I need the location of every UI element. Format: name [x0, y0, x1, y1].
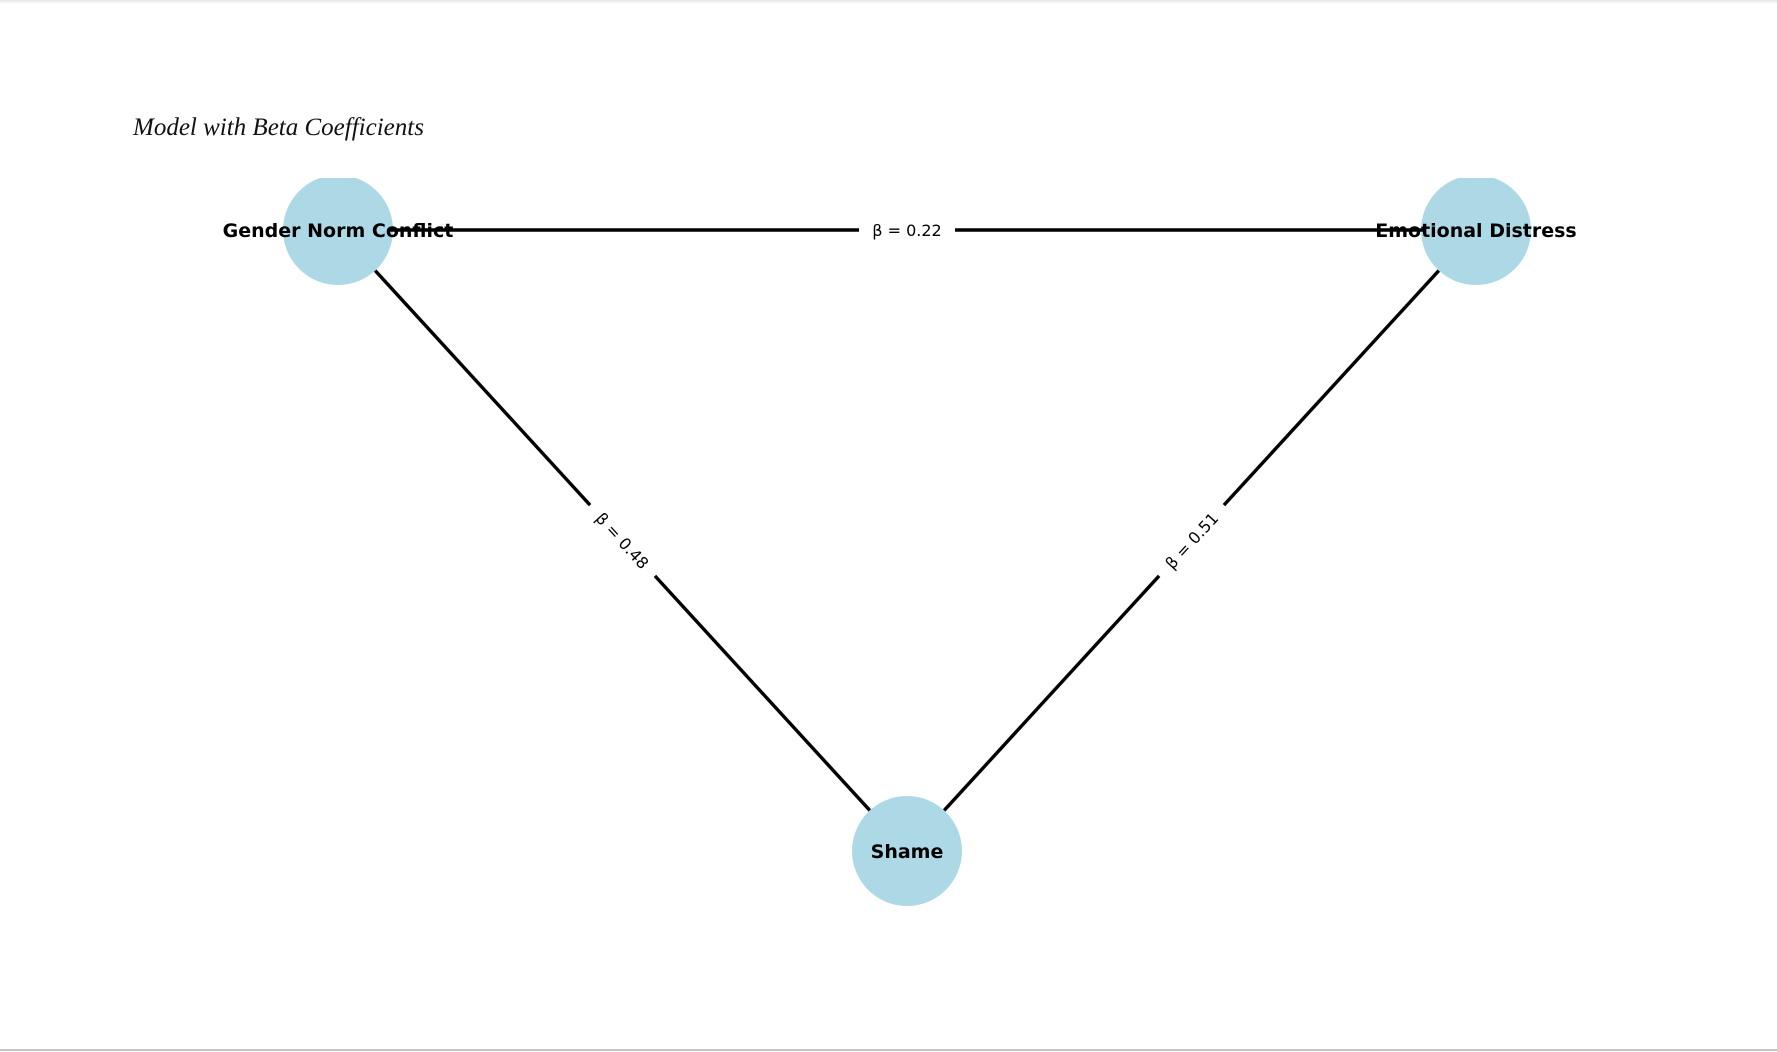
- edge-labels-layer: β = 0.22 β = 0.48 β = 0.51: [581, 218, 1233, 584]
- node-ed-label: Emotional Distress: [1375, 220, 1577, 242]
- edge-label-gnc-shame: β = 0.48: [592, 509, 653, 573]
- edges-layer: [373, 269, 1441, 812]
- edge-label-group-gnc-ed: β = 0.22: [859, 218, 955, 242]
- window-top-edge: [0, 0, 1777, 4]
- node-shame-label: Shame: [871, 841, 944, 863]
- edge-label-group-gnc-shame: β = 0.48: [581, 497, 664, 584]
- window-bottom-border: [0, 1049, 1777, 1051]
- edge-label-gnc-ed: β = 0.22: [872, 221, 941, 240]
- edge-label-shame-ed: β = 0.51: [1161, 509, 1222, 573]
- edge-label-background: [1150, 497, 1233, 584]
- nodes-layer: [283, 178, 1531, 906]
- node-gnc-label: Gender Norm Conflict: [223, 220, 454, 242]
- node-shame-circle: [852, 796, 962, 906]
- edge-label-background: [581, 497, 664, 584]
- edge-label-background: [859, 218, 955, 242]
- node-gnc-circle: [283, 178, 393, 285]
- node-ed-circle: [1421, 178, 1531, 285]
- diagram-title: Model with Beta Coefficients: [133, 114, 424, 141]
- node-labels-layer: Gender Norm Conflict Emotional DistressSh…: [223, 220, 1577, 863]
- edge-label-group-shame-ed: β = 0.51: [1150, 497, 1233, 584]
